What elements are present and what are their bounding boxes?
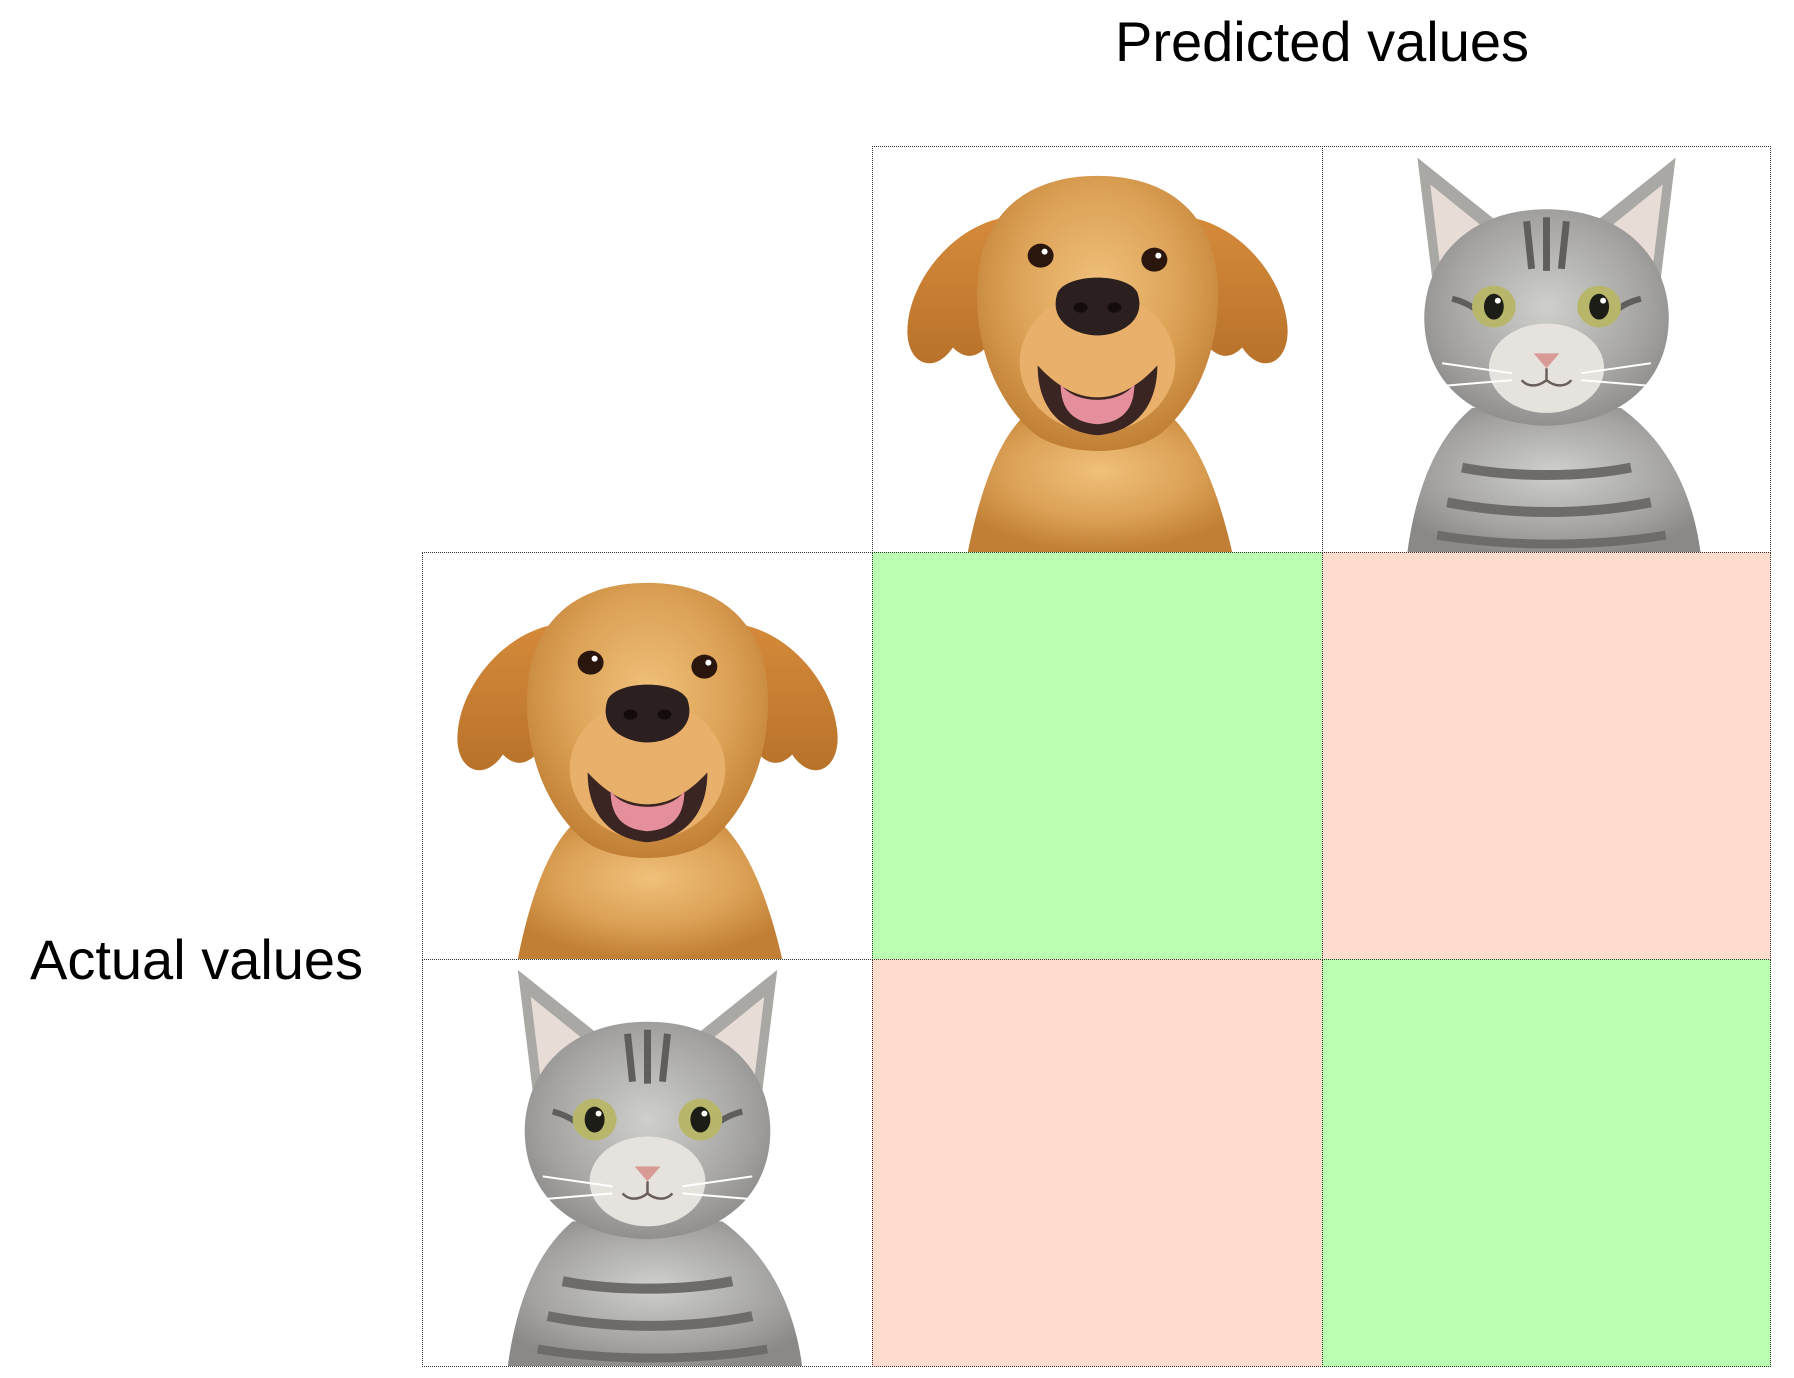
matrix-cell-actual-cat-predicted-cat [1322,959,1771,1367]
actual-dog-header [422,552,873,960]
cat-photo-icon [423,960,872,1366]
matrix-cell-actual-dog-predicted-dog [872,552,1323,960]
actual-cat-header [422,959,873,1367]
matrix-cell-actual-cat-predicted-dog [872,959,1323,1367]
predicted-values-title: Predicted values [1115,10,1530,73]
predicted-cat-header [1322,146,1771,553]
actual-values-title: Actual values [30,928,364,991]
cat-photo-icon [1323,147,1770,552]
matrix-cell-actual-dog-predicted-cat [1322,552,1771,960]
dog-photo-icon [423,553,872,959]
predicted-dog-header [872,146,1323,553]
dog-photo-icon [873,147,1322,552]
